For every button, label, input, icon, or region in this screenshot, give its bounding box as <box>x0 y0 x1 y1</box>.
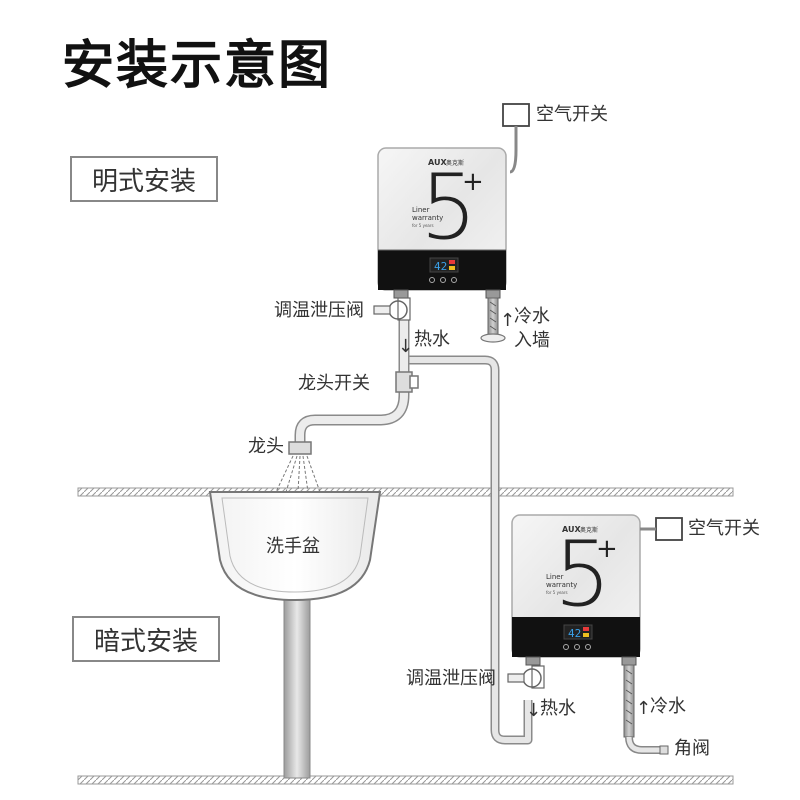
hot-outlet-fitting <box>393 289 409 299</box>
hot-outlet-fitting-lower <box>525 656 541 666</box>
brand-logo: AUX <box>428 158 447 167</box>
label-cold-water-concealed: 冷水 <box>650 696 686 717</box>
plus-sign: + <box>462 167 484 197</box>
floor-line <box>77 775 734 785</box>
basin-drain-pipe <box>283 589 311 779</box>
heater-text-line2-lower: warranty <box>546 581 577 589</box>
label-air-switch-exposed: 空气开关 <box>536 104 608 125</box>
label-air-switch-concealed: 空气开关 <box>688 518 760 539</box>
cold-inlet-fitting <box>485 289 501 299</box>
label-hot-water-exposed: 热水 <box>414 329 450 350</box>
label-relief-valve-exposed: 调温泄压阀 <box>274 300 364 321</box>
exposed-hot-pipe <box>296 320 408 445</box>
heater-text-line1-lower: Liner <box>546 573 564 581</box>
cold-arrow-up: ↑ <box>500 310 515 331</box>
air-switch-exposed <box>502 103 530 174</box>
faucet-switch-valve <box>395 371 419 393</box>
cold-water-hose <box>487 297 499 335</box>
display-value: 42 <box>434 260 447 273</box>
label-hot-water-concealed: 热水 <box>540 698 576 719</box>
water-heater-exposed: 42 AUX 奥克斯 5 + Liner warranty for 5 year… <box>377 147 507 291</box>
section-label-exposed: 明式安装 <box>70 156 218 202</box>
big-numeral-lower: 5 <box>554 522 611 627</box>
brand-logo-lower: AUX <box>562 525 581 534</box>
wash-basin <box>208 491 382 602</box>
heater-text-line3-lower: for 5 years <box>546 590 568 595</box>
label-cold-water-wall-1: 冷水 <box>514 306 550 327</box>
faucet-head <box>275 441 321 493</box>
cold-water-hose-lower <box>623 664 635 738</box>
relief-valve-exposed <box>373 297 411 321</box>
air-switch-concealed <box>640 517 683 541</box>
section-label-concealed: 暗式安装 <box>72 616 220 662</box>
angle-valve <box>625 736 669 755</box>
concealed-hot-pipe <box>406 357 531 743</box>
label-basin: 洗手盆 <box>266 536 320 557</box>
page-title: 安装示意图 <box>62 36 333 96</box>
relief-valve-concealed <box>507 665 545 689</box>
wall-inlet <box>480 333 506 343</box>
label-relief-valve-concealed: 调温泄压阀 <box>406 668 496 689</box>
brand-logo-cn: 奥克斯 <box>446 159 464 167</box>
hot-arrow-down: ↓ <box>398 336 413 357</box>
countertop-line <box>77 487 734 497</box>
cold-arrow-up-lower: ↑ <box>636 698 651 719</box>
plus-sign-lower: + <box>596 534 618 564</box>
big-numeral: 5 <box>420 155 477 260</box>
heater-text-line2: warranty <box>412 214 443 222</box>
display-value-lower: 42 <box>568 627 581 640</box>
label-cold-water-wall-2: 入墙 <box>514 330 550 351</box>
hot-arrow-down-lower: ↓ <box>526 700 541 721</box>
water-heater-concealed: 42 AUX 奥克斯 5 + Liner warranty for 5 year… <box>511 514 641 658</box>
label-faucet: 龙头 <box>248 436 284 457</box>
label-faucet-switch: 龙头开关 <box>298 373 370 394</box>
heater-text-line1: Liner <box>412 206 430 214</box>
label-angle-valve: 角阀 <box>674 738 710 759</box>
cold-inlet-fitting-lower <box>621 656 637 666</box>
brand-logo-cn-lower: 奥克斯 <box>580 526 598 534</box>
heater-text-line3: for 5 years <box>412 223 434 228</box>
